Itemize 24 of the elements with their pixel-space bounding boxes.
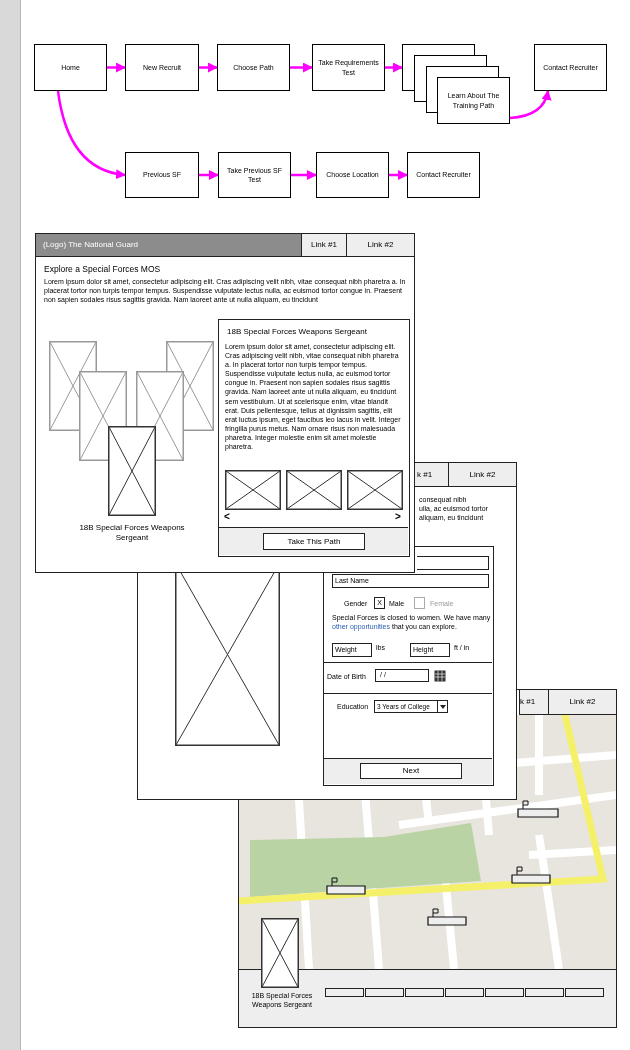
nav-link: Link #2 <box>548 690 616 715</box>
arrow <box>291 170 317 180</box>
arrow <box>199 62 218 73</box>
arrow <box>107 62 126 73</box>
site-header: (Logo) The National Guard <box>36 234 301 257</box>
nav-link: Link #2 <box>448 463 516 487</box>
arrow <box>199 170 219 180</box>
previous-arrow: < <box>224 512 230 522</box>
next-button: Next <box>360 763 462 779</box>
nav-link: Link #2 <box>346 234 414 257</box>
stacked-page-boxes <box>402 44 510 124</box>
arrow <box>290 62 313 73</box>
nav-link: Link #1 <box>301 234 346 257</box>
page-heading: Explore a Special Forces MOS <box>44 264 161 276</box>
image-caption: 18B Special Forces Weapons Sergeant <box>78 523 186 544</box>
take-path-button: Take This Path <box>263 533 365 550</box>
arrow <box>56 90 126 179</box>
nav-link: k #1 <box>519 690 548 715</box>
side-bar <box>0 0 21 1050</box>
arrow <box>389 170 408 180</box>
card-title: 18B Special Forces Weapons Sergeant <box>227 327 367 338</box>
arrow <box>509 90 551 120</box>
arrow <box>385 62 403 73</box>
next-arrow: > <box>395 512 401 522</box>
